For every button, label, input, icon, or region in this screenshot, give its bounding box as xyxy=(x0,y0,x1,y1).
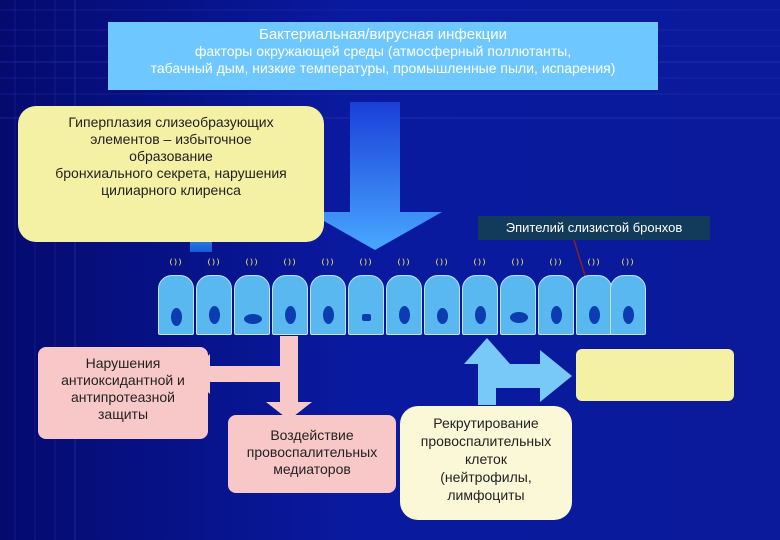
big-down-arrow xyxy=(308,102,442,250)
cilia: ⁽⁾⁾ xyxy=(397,257,411,273)
infection-factors-box: Бактериальная/вирусная инфекции факторы … xyxy=(108,22,658,90)
recruitment-line-2: провоспалительных xyxy=(420,433,552,449)
epithelial-cell xyxy=(196,275,232,335)
hyperplasia-line-2: элементов – избыточное xyxy=(90,131,252,147)
blue-arrow-right xyxy=(496,350,572,402)
pink-arrow-down xyxy=(266,366,312,420)
hyperplasia-box: Гиперплазия слизеобразующих элементов – … xyxy=(18,106,324,242)
recruitment-box: Рекрутирование провоспалительных клеток … xyxy=(400,406,572,520)
cilia: ⁽⁾⁾ xyxy=(359,257,373,273)
antioxidant-line-1: Нарушения xyxy=(85,355,161,371)
factors-line-2: табачный дым, низкие температуры, промыш… xyxy=(150,60,616,76)
recruitment-line-1: Рекрутирование xyxy=(433,415,539,431)
cilia: ⁽⁾⁾ xyxy=(473,257,487,273)
mediators-line-3: медиаторов xyxy=(273,461,351,477)
pink-arrow-left xyxy=(188,336,298,394)
recruitment-line-4: (нейтрофилы, xyxy=(440,469,532,485)
hyperplasia-line-5: цилиарного клиренса xyxy=(101,182,241,198)
hyperplasia-line-3: образование xyxy=(129,148,213,164)
epithelial-cell xyxy=(576,275,612,335)
right-faded-box xyxy=(576,349,734,401)
hyperplasia-line-1: Гиперплазия слизеобразующих xyxy=(68,114,274,130)
cilia: ⁽⁾⁾ xyxy=(169,257,183,273)
antioxidant-line-4: защиты xyxy=(97,406,149,422)
antioxidant-line-2: антиоксидантной и xyxy=(61,372,185,388)
recruitment-line-5: лимфоциты xyxy=(447,487,525,503)
blue-arrow-up xyxy=(464,338,510,405)
epithelial-cell xyxy=(158,275,194,335)
epithelial-cell xyxy=(310,275,346,335)
cilia: ⁽⁾⁾ xyxy=(321,257,335,273)
epithelial-cell xyxy=(424,275,460,335)
cilia: ⁽⁾⁾ xyxy=(245,257,259,273)
epithelial-cell xyxy=(272,275,308,335)
epithelial-cell xyxy=(610,275,646,335)
epithelial-cell xyxy=(462,275,498,335)
cilia: ⁽⁾⁾ xyxy=(435,257,449,273)
epithelial-cell xyxy=(234,275,270,335)
mediators-line-2: провоспалительных xyxy=(246,444,378,460)
epithelial-cell xyxy=(538,275,574,335)
mediators-box: Воздействие провоспалительных медиаторов xyxy=(228,415,396,493)
epithelial-cell xyxy=(500,275,536,335)
cilia: ⁽⁾⁾ xyxy=(587,257,601,273)
epithelial-cell xyxy=(348,275,384,335)
antioxidant-box: Нарушения антиоксидантной и антипротеазн… xyxy=(38,347,208,439)
factors-line-1: факторы окружающей среды (атмосферный по… xyxy=(194,43,572,59)
epithelial-cell xyxy=(386,275,422,335)
hyperplasia-line-4: бронхиального секрета, нарушения xyxy=(55,165,287,181)
epithelium-label: Эпителий слизистой бронхов xyxy=(478,216,710,240)
antioxidant-line-3: антипротеазной xyxy=(70,389,176,405)
cilia: ⁽⁾⁾ xyxy=(549,257,563,273)
mediators-line-1: Воздействие xyxy=(270,427,354,443)
cilia: ⁽⁾⁾ xyxy=(621,257,635,273)
cilia: ⁽⁾⁾ xyxy=(283,257,297,273)
infection-title: Бактериальная/вирусная инфекции xyxy=(258,26,508,43)
cilia: ⁽⁾⁾ xyxy=(511,257,525,273)
recruitment-line-3: клеток xyxy=(465,451,507,467)
cilia: ⁽⁾⁾ xyxy=(207,257,221,273)
